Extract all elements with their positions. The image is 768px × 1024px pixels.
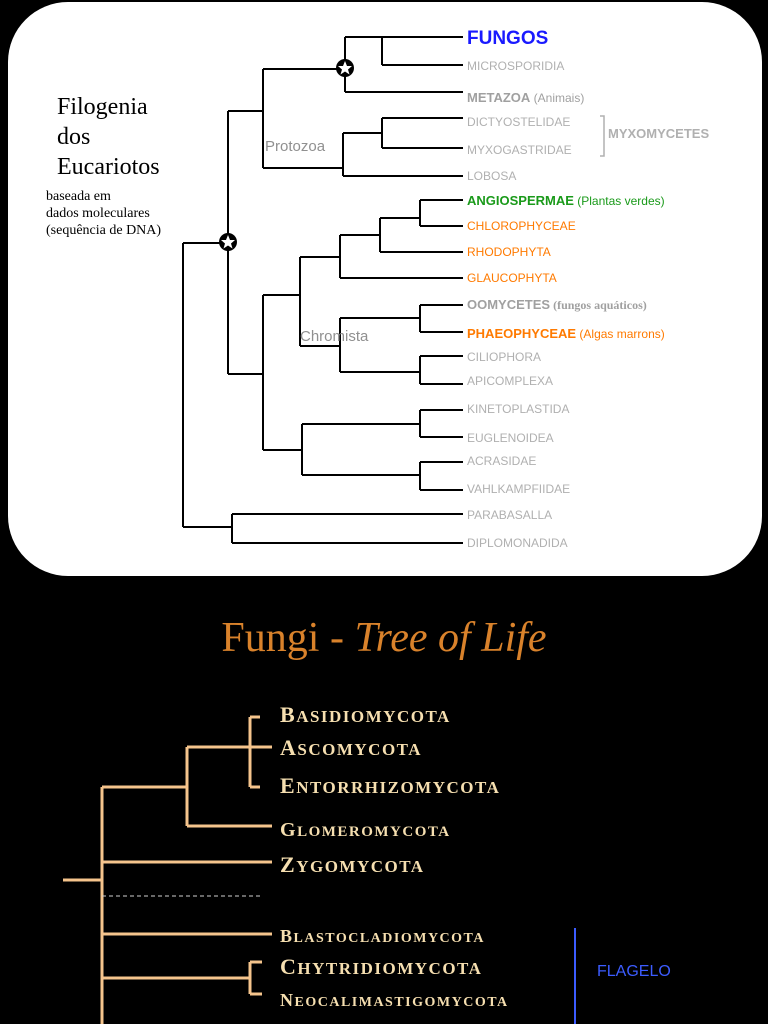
tree-subtitle: baseada em dados moleculares (sequência …	[46, 188, 161, 239]
phylum-label: BASIDIOMYCOTA	[280, 702, 451, 727]
subtitle-line-1: baseada em	[46, 189, 111, 204]
fungi-title-plain: Fungi -	[221, 615, 355, 661]
fungi-title: Fungi - Tree of Life	[0, 614, 768, 662]
myxomycetes-label: MYXOMYCETES	[608, 126, 709, 141]
title-line-3: Eucariotos	[57, 154, 160, 180]
fungi-phyla-labels: BASIDIOMYCOTA ASCOMYCOTA ENTORRHIZOMYCOTA G…	[280, 702, 509, 1010]
taxon-label: OOMYCETES (fungos aquáticos)	[467, 297, 647, 312]
taxon-label: DIPLOMONADIDA	[467, 536, 568, 550]
phylum-label: ASCOMYCOTA	[280, 735, 422, 760]
taxon-label: CILIOPHORA	[467, 350, 541, 364]
star-node-fungi-metazoa	[336, 59, 354, 77]
subtitle-line-2: dados moleculares	[46, 206, 150, 221]
taxon-label: APICOMPLEXA	[467, 374, 553, 388]
taxon-label: DICTYOSTELIDAE	[467, 115, 570, 129]
taxon-label: KINETOPLASTIDA	[467, 402, 569, 416]
tree-title: Filogenia dos Eucariotos	[57, 92, 160, 182]
title-line-2: dos	[57, 124, 91, 150]
taxa-labels: FUNGOS MICROSPORIDIA METAZOA (Animais) DICT…	[467, 28, 665, 550]
phylum-label: GLOMEROMYCOTA	[280, 819, 451, 841]
taxon-label: LOBOSA	[467, 169, 516, 183]
taxon-label: ACRASIDAE	[467, 454, 536, 468]
myxomycetes-bracket	[600, 115, 605, 157]
phylum-label: ZYGOMYCOTA	[280, 852, 425, 877]
star-node-eukaryotes	[219, 233, 237, 251]
fungi-branches	[63, 715, 272, 1024]
taxon-label: VAHLKAMPFIIDAE	[467, 482, 570, 496]
taxon-label: METAZOA (Animais)	[467, 90, 584, 105]
title-line-1: Filogenia	[57, 94, 148, 120]
phylum-label: BLASTOCLADIOMYCOTA	[280, 926, 485, 946]
taxon-label: FUNGOS	[467, 28, 548, 49]
taxon-label: MICROSPORIDIA	[467, 59, 564, 73]
clade-label-protozoa: Protozoa	[265, 138, 326, 155]
phylogeny-panel	[8, 2, 762, 576]
subtitle-line-3: (sequência de DNA)	[46, 223, 162, 238]
taxon-label: GLAUCOPHYTA	[467, 271, 557, 285]
phylum-label: CHYTRIDIOMYCOTA	[280, 954, 482, 979]
flagellum-label: FLAGELO	[597, 963, 671, 980]
taxon-label: MYXOGASTRIDAE	[467, 143, 572, 157]
eukaryote-branches	[182, 36, 463, 544]
taxon-label: PHAEOPHYCEAE (Algas marrons)	[467, 326, 665, 341]
clade-label-chromista: Chromista	[300, 328, 369, 345]
phylum-label: NEOCALIMASTIGOMYCOTA	[280, 990, 509, 1010]
taxon-label: PARABASALLA	[467, 508, 552, 522]
taxon-label: ANGIOSPERMAE (Plantas verdes)	[467, 193, 665, 208]
taxon-label: RHODOPHYTA	[467, 245, 551, 259]
phylum-label: ENTORRHIZOMYCOTA	[280, 773, 500, 798]
taxon-label: CHLOROPHYCEAE	[467, 219, 576, 233]
taxon-label: EUGLENOIDEA	[467, 431, 554, 445]
fungi-title-italic: Tree of Life	[354, 615, 547, 661]
